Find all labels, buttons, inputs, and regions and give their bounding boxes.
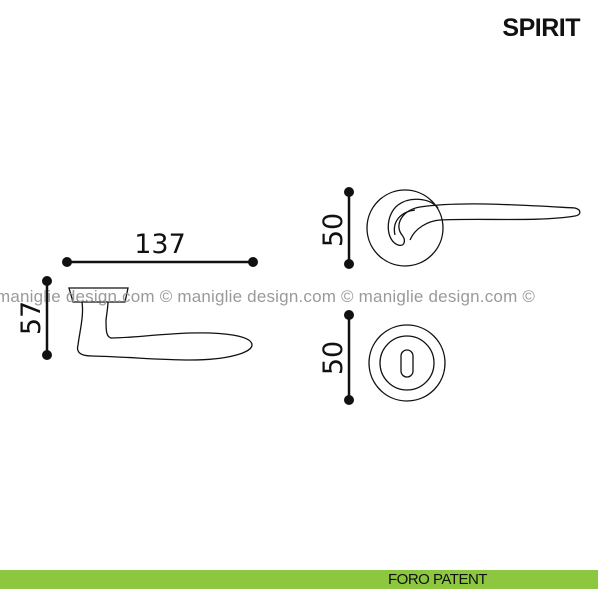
height-dimension: 57	[16, 276, 52, 360]
keyhole-escutcheon	[368, 324, 446, 402]
handle-side-view	[68, 287, 253, 361]
length-dimension: 137	[62, 229, 258, 267]
footer-bar: FORO PATENT	[0, 570, 598, 589]
handle-front-view	[366, 189, 581, 267]
product-title: SPIRIT	[502, 14, 580, 42]
length-label: 137	[134, 229, 186, 260]
watermark: maniglie design.com © maniglie design.co…	[0, 287, 536, 306]
escutcheon-dimension: 50	[318, 310, 354, 405]
footer-label: FORO PATENT	[388, 571, 487, 588]
escutcheon-diameter-label: 50	[318, 341, 349, 375]
rose-dimension: 50	[318, 187, 354, 269]
rose-diameter-label: 50	[318, 213, 349, 247]
height-label: 57	[16, 301, 47, 335]
